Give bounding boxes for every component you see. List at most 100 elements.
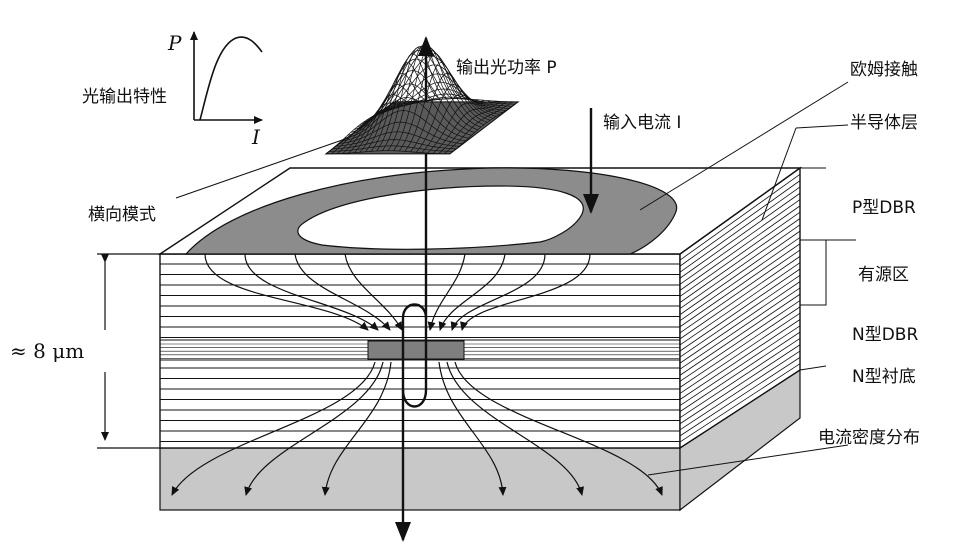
layer-line (679, 293, 801, 376)
mesh-line (427, 100, 496, 154)
substrate-front (159, 447, 681, 511)
label-transverse-mode: 横向模式 (88, 205, 156, 225)
optical-axis (395, 36, 434, 542)
mesh-line (393, 47, 462, 151)
label-n-dbr: N型DBR (852, 325, 918, 345)
layer-line (679, 262, 801, 346)
mesh-line (410, 73, 479, 153)
ohmic-contact-ring (184, 167, 678, 255)
mesh-line (376, 53, 445, 152)
leader-current-density (647, 444, 849, 476)
mesh-line (438, 101, 508, 154)
leader-semiconductor (795, 124, 849, 129)
current-line (321, 361, 392, 496)
layer-line (679, 237, 801, 322)
current-line (438, 253, 506, 331)
label-output-power: 输出光功率 P (456, 58, 557, 78)
layer-line (679, 249, 801, 334)
inset-axis-i: I (251, 125, 261, 149)
layer-line (679, 218, 801, 303)
active-lines (160, 343, 680, 359)
current-line (460, 253, 591, 331)
current-line (427, 253, 466, 331)
layer-line (679, 357, 801, 437)
leader-lines (175, 81, 856, 476)
layer-lines-side (679, 173, 801, 443)
active-aperture (367, 340, 465, 360)
label-input-current: 输入电流 I (603, 113, 681, 133)
mesh-line (432, 101, 502, 154)
label-p-dbr: P型DBR (852, 198, 916, 218)
current-line (344, 253, 403, 331)
thickness-dimension (97, 253, 160, 449)
layer-lines-front (160, 263, 680, 442)
lo-characteristic-inset (190, 31, 263, 124)
current-line (204, 253, 369, 331)
leader-transverse-mode (175, 137, 349, 199)
mesh-line (421, 94, 491, 153)
inset-axis-p: P (167, 31, 182, 55)
current-line (454, 361, 663, 496)
layer-line (679, 281, 801, 364)
label-active-region: 有源区 (858, 265, 909, 285)
layer-line (679, 344, 801, 425)
layer-line (679, 199, 801, 285)
layer-line (679, 331, 801, 412)
layer-line (679, 256, 801, 340)
mesh-line (449, 101, 519, 155)
current-line (171, 361, 376, 496)
mesh-line (342, 101, 412, 154)
layer-line (679, 306, 801, 388)
current-line (446, 361, 585, 496)
label-n-substrate: N型衬底 (852, 367, 916, 387)
label-ohmic-contact: 欧姆接触 (850, 60, 918, 80)
layer-line (679, 325, 801, 406)
layer-line (679, 312, 801, 394)
leader-active-bracket (800, 239, 827, 306)
layer-line (679, 180, 801, 267)
current-flow-top (204, 253, 591, 331)
current-flow-bottom (171, 361, 663, 496)
mesh-line (348, 100, 417, 154)
layer-line (679, 230, 801, 315)
label-current-density: 电流密度分布 (818, 428, 920, 448)
label-lo-characteristic: 光输出特性 (82, 87, 167, 107)
mesh-line (444, 101, 513, 155)
label-thickness: ≈ 8 μm (10, 339, 84, 363)
leader-semiconductor-2 (761, 127, 797, 221)
current-line (438, 361, 507, 496)
layer-line (679, 363, 801, 443)
transverse-mode-mesh (324, 44, 520, 155)
current-line (244, 361, 384, 496)
layer-line (679, 300, 801, 382)
mesh-line (398, 53, 468, 152)
layer-line (679, 319, 801, 400)
layer-line (679, 350, 801, 431)
mesh-line (365, 73, 434, 153)
layer-line (679, 192, 801, 279)
mesh-line (359, 84, 429, 153)
current-line (244, 253, 379, 331)
mesh-line (387, 44, 457, 151)
layer-line (679, 186, 801, 273)
current-line (294, 253, 391, 331)
current-line (450, 253, 546, 331)
leader-ohmic-contact (639, 81, 849, 211)
layer-line (679, 268, 801, 352)
layer-line (679, 205, 801, 291)
mesh-line (331, 101, 400, 155)
leader-n-dbr (799, 365, 827, 371)
layer-line (679, 338, 801, 419)
mesh-line (370, 62, 440, 152)
layer-line (679, 274, 801, 358)
layer-line (679, 243, 801, 328)
mesh-line (381, 47, 451, 151)
inset-curve (199, 36, 263, 121)
layer-line (679, 224, 801, 309)
layer-line (679, 211, 801, 297)
label-semiconductor-layer: 半导体层 (850, 113, 918, 133)
layer-line (679, 173, 801, 261)
layer-line (679, 287, 801, 370)
